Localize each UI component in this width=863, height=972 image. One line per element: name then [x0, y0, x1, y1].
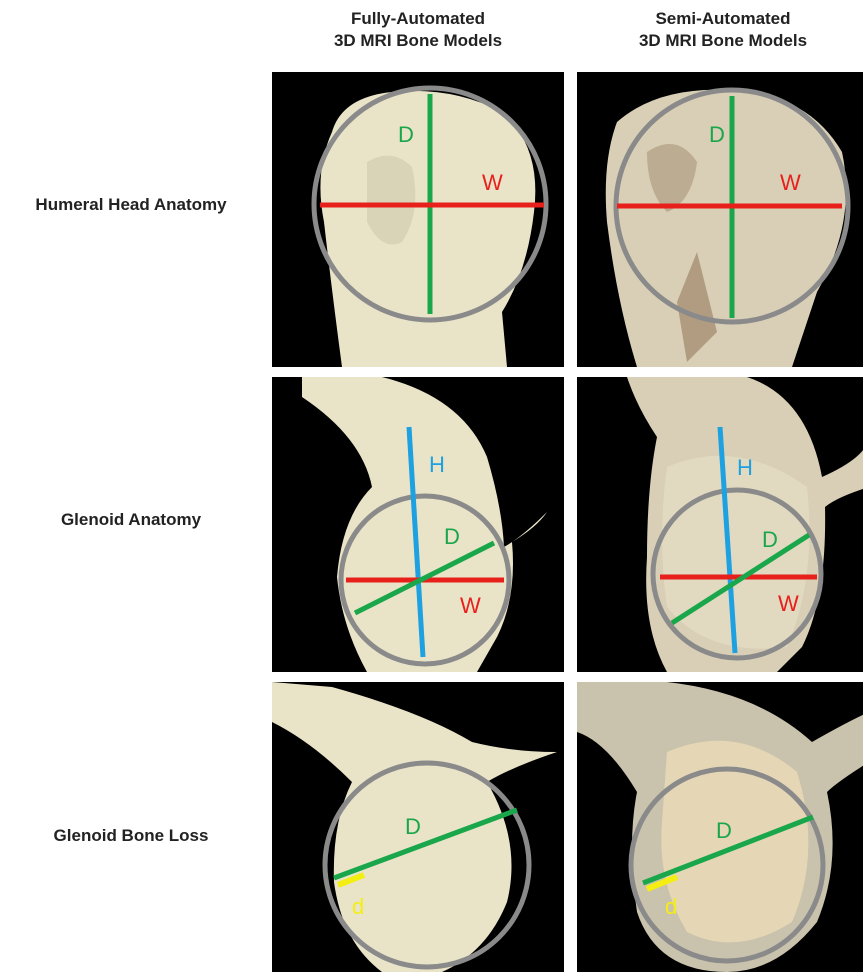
depth-label: D: [405, 814, 421, 839]
depth-label: D: [762, 527, 778, 552]
defect-label: d: [665, 894, 677, 919]
column-header-line2: 3D MRI Bone Models: [272, 30, 564, 52]
glenoid-anatomy-auto-figure: H D W: [272, 377, 564, 672]
panel-glenoid-bone-loss-fully-automated: D d: [272, 682, 564, 972]
panel-glenoid-anatomy-semi-automated: H D W: [577, 377, 863, 672]
column-header-semi-automated: Semi-Automated 3D MRI Bone Models: [577, 8, 863, 52]
glenoid-anatomy-semi-figure: H D W: [577, 377, 863, 672]
height-label: H: [737, 455, 753, 480]
humeral-head-auto-figure: D W: [272, 72, 564, 367]
panel-glenoid-bone-loss-semi-automated: D d: [577, 682, 863, 972]
defect-label: d: [352, 894, 364, 919]
row-label-humeral-head: Humeral Head Anatomy: [0, 195, 262, 215]
column-header-line1: Semi-Automated: [577, 8, 863, 30]
depth-label: D: [398, 122, 414, 147]
height-label: H: [429, 452, 445, 477]
column-header-fully-automated: Fully-Automated 3D MRI Bone Models: [272, 8, 564, 52]
glenoid-bone-loss-auto-figure: D d: [272, 682, 564, 972]
panel-humeral-head-semi-automated: D W: [577, 72, 863, 367]
depth-label: D: [716, 818, 732, 843]
depth-label: D: [709, 122, 725, 147]
bone-model: [302, 377, 547, 672]
width-label: W: [460, 593, 481, 618]
depth-label: D: [444, 524, 460, 549]
row-label-glenoid-anatomy: Glenoid Anatomy: [0, 510, 262, 530]
width-label: W: [780, 170, 801, 195]
humeral-head-semi-figure: D W: [577, 72, 863, 367]
column-header-line2: 3D MRI Bone Models: [577, 30, 863, 52]
width-label: W: [482, 170, 503, 195]
glenoid-bone-loss-semi-figure: D d: [577, 682, 863, 972]
column-header-line1: Fully-Automated: [272, 8, 564, 30]
row-label-glenoid-bone-loss: Glenoid Bone Loss: [0, 826, 262, 846]
panel-humeral-head-fully-automated: D W: [272, 72, 564, 367]
bone-texture: [662, 456, 810, 649]
panel-glenoid-anatomy-fully-automated: H D W: [272, 377, 564, 672]
width-label: W: [778, 591, 799, 616]
